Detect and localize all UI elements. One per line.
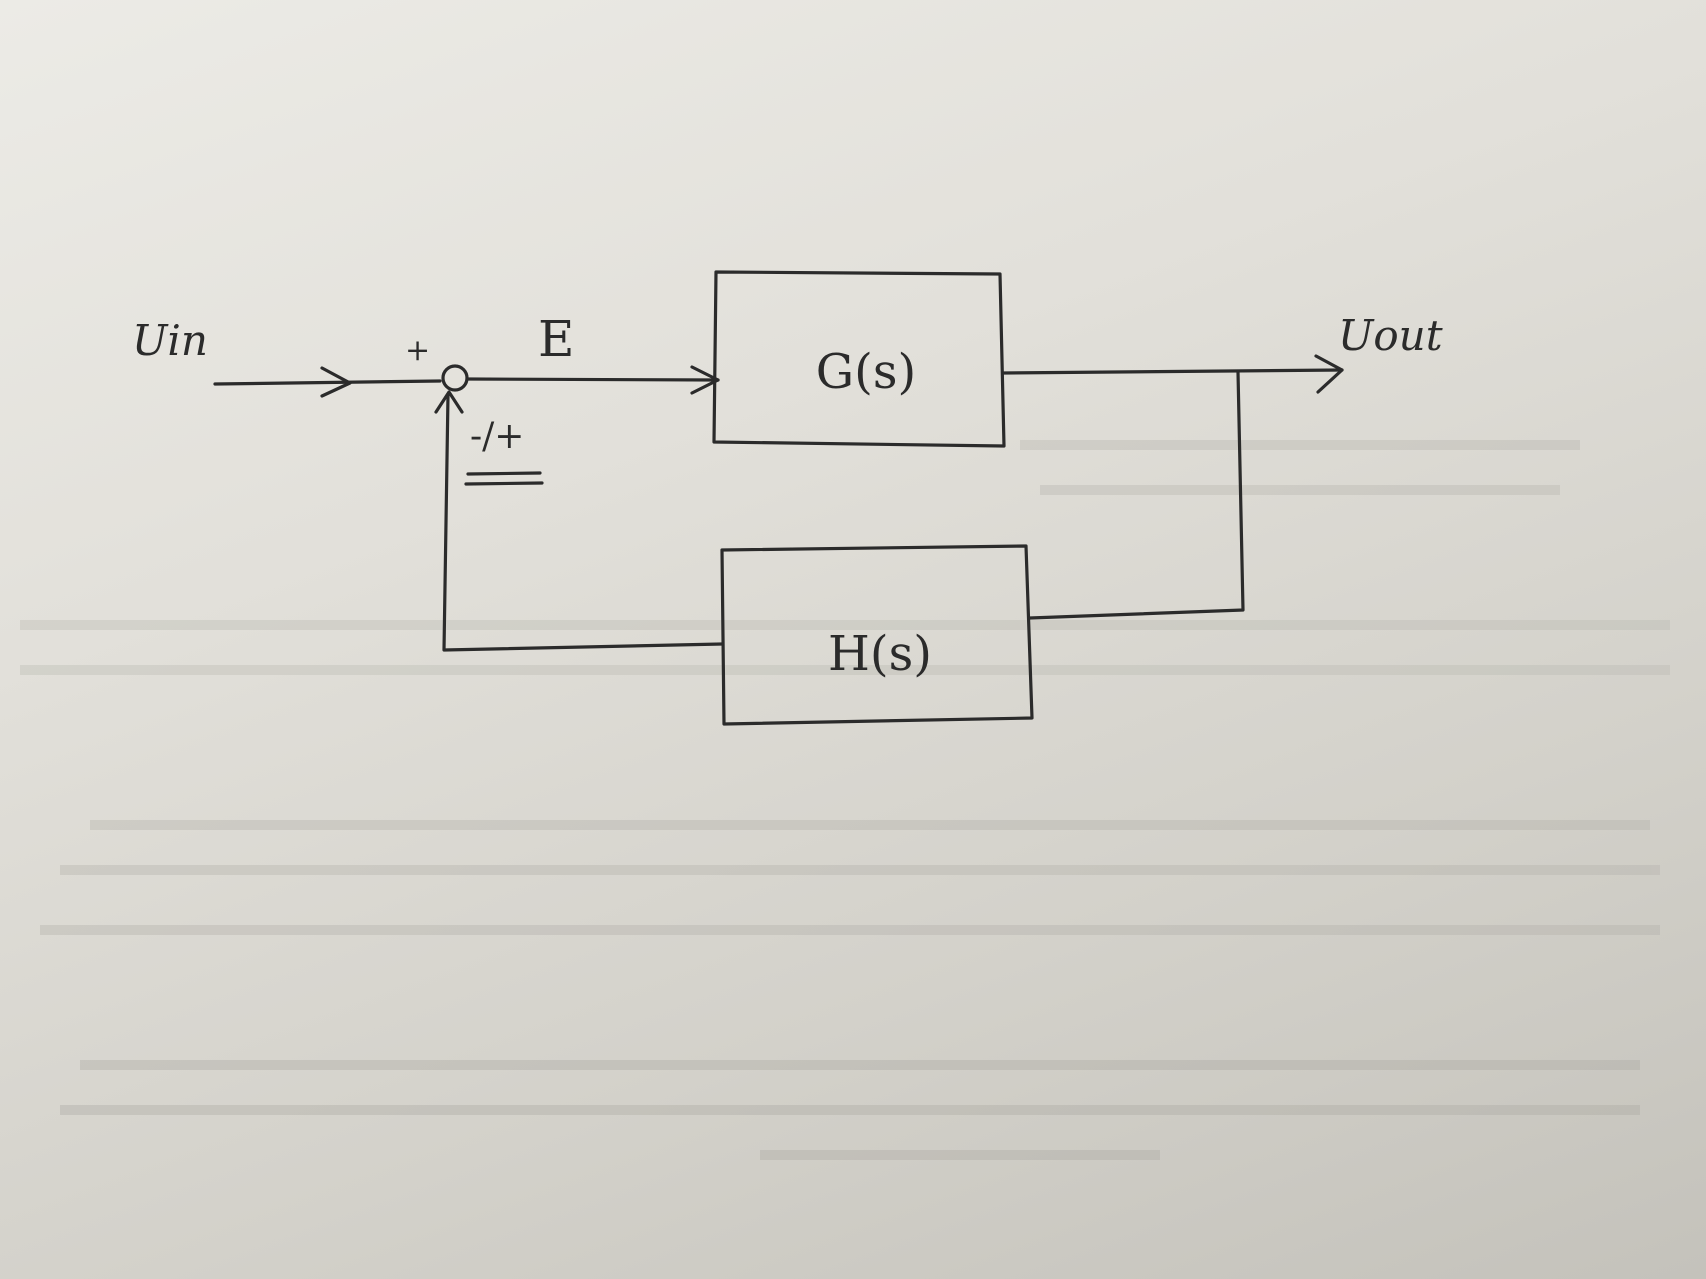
error-label: E <box>538 310 575 368</box>
feedback-path-left <box>434 390 724 652</box>
plus-sign-label: + <box>405 333 430 368</box>
feedback-sign-label: -/+ <box>470 416 524 457</box>
output-arrow <box>1002 354 1344 394</box>
input-label: Uin <box>132 316 208 365</box>
feedback-path-right <box>1028 370 1245 620</box>
feedback-sign-underline <box>464 471 544 486</box>
bleed-through-texture <box>20 440 1670 1160</box>
feedback-block: H(s) <box>720 544 1034 726</box>
forward-block: G(s) <box>712 270 1006 448</box>
error-arrow <box>465 365 720 395</box>
input-arrow <box>213 366 442 398</box>
summing-junction <box>441 364 469 392</box>
output-label: Uout <box>1338 311 1443 360</box>
forward-block-label: G(s) <box>816 344 916 400</box>
feedback-block-label: H(s) <box>828 626 932 682</box>
